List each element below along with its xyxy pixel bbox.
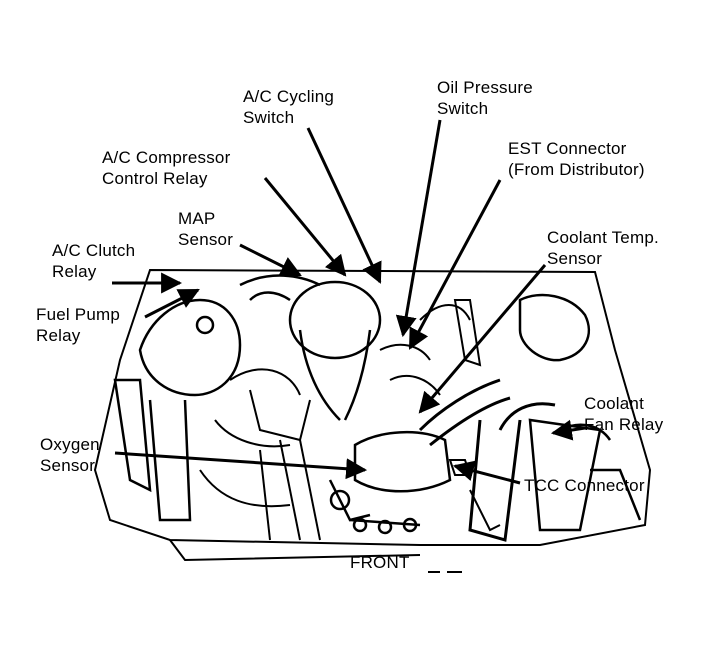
arrow-coolant-fan-relay (550, 419, 586, 441)
arrow-tcc-connector (452, 460, 521, 485)
arrow-est-connector (408, 179, 502, 350)
label-coolant-temp-sensor: Coolant Temp. Sensor (547, 228, 659, 268)
arrow-coolant-temp-sensor (418, 264, 547, 414)
label-map-sensor: MAP Sensor (178, 209, 234, 249)
compartment-outline (93, 268, 652, 562)
arrow-map-sensor (239, 243, 302, 277)
label-tcc-connector: TCC Connector (524, 476, 645, 495)
label-est-connector: EST Connector (From Distributor) (508, 139, 645, 179)
arrow-oil-pressure-switch (395, 119, 442, 338)
arrow-oxygen-sensor (114, 451, 368, 480)
exhaust-manifold (328, 431, 452, 535)
label-ac-compressor-control-relay: A/C Compressor Control Relay (102, 148, 231, 188)
left-strut (113, 298, 242, 522)
label-ac-cycling-switch: A/C Cycling Switch (243, 87, 335, 127)
callout-arrows (112, 119, 586, 485)
arrow-ac-cycling-switch (306, 127, 382, 284)
arrow-fuel-pump-relay (144, 288, 200, 319)
label-fuel-pump-relay: Fuel Pump Relay (36, 305, 121, 345)
label-coolant-fan-relay: Coolant Fan Relay (584, 394, 664, 434)
arrow-ac-compressor-control-relay (263, 177, 347, 277)
label-ac-clutch-relay: A/C Clutch Relay (52, 241, 136, 281)
label-oxygen-sensor: Oxygen Sensor (40, 435, 100, 475)
air-cleaner (239, 274, 382, 421)
label-front: FRONT (350, 553, 410, 572)
label-oil-pressure-switch: Oil Pressure Switch (437, 78, 533, 118)
intake-manifold (199, 299, 482, 541)
